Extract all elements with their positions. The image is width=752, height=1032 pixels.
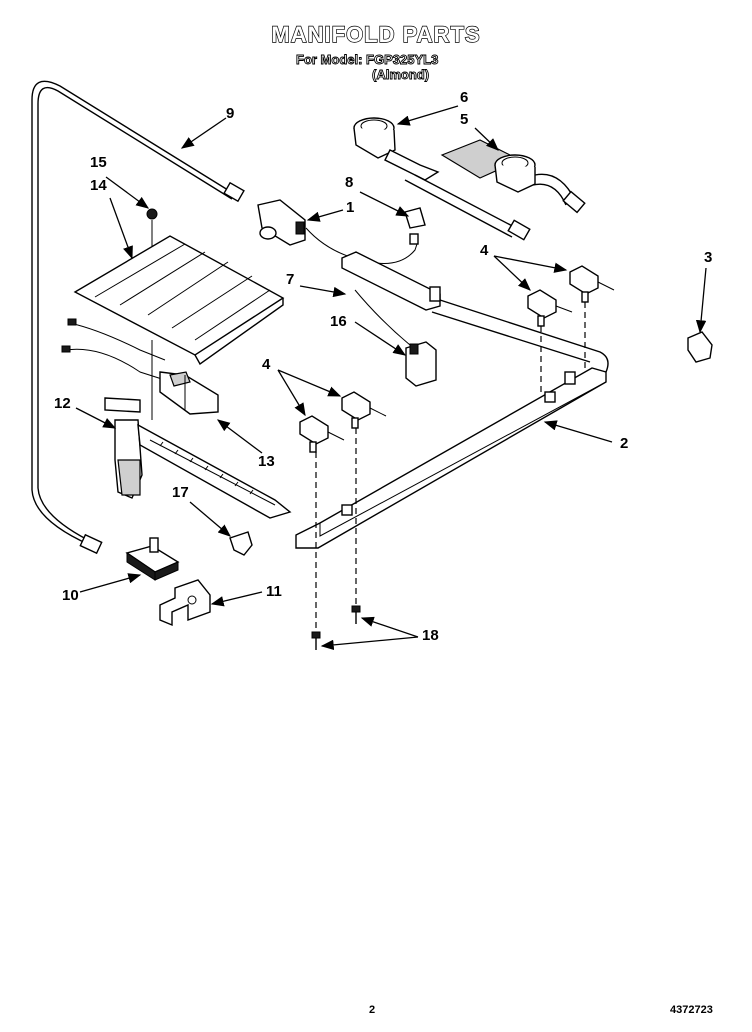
callout-1: 1: [346, 199, 355, 216]
model-number: For Model: FGP325YL3: [296, 52, 439, 68]
part-3-bracket: [687, 331, 713, 363]
callout-16: 16: [330, 313, 347, 330]
part-4-valves-right: [527, 265, 615, 395]
part-17-clip: [229, 531, 253, 556]
part-14-shield: [73, 208, 285, 420]
part-6-burner: [353, 117, 531, 241]
callout-7: 7: [286, 271, 295, 288]
callout-10: 10: [62, 587, 79, 604]
document-code: 4372723: [670, 1004, 713, 1016]
callout-14: 14: [90, 177, 107, 194]
callout-5: 5: [460, 111, 469, 128]
part-4-valves-left: [299, 391, 387, 453]
callout-4-left: 4: [262, 356, 271, 373]
leader-arrows: [75, 105, 707, 651]
part-9-tube: [31, 80, 245, 555]
part-11-bracket: [159, 579, 211, 627]
callout-4-right: 4: [480, 242, 489, 259]
callout-8: 8: [345, 174, 354, 191]
callout-13: 13: [258, 453, 275, 470]
callout-18: 18: [422, 627, 439, 644]
page-title: MANIFOLD PARTS: [271, 21, 481, 47]
part-2-manifold: [295, 299, 609, 549]
model-color: (Almond): [372, 67, 430, 83]
part-1-valve: [257, 199, 306, 246]
callout-6: 6: [460, 89, 469, 106]
callout-2: 2: [620, 435, 629, 452]
part-5-burner: [440, 139, 586, 214]
part-18-screws: [311, 428, 361, 650]
part-7-thermostat: [305, 227, 441, 346]
callout-3: 3: [704, 249, 713, 266]
part-10-block: [125, 537, 180, 581]
callout-15: 15: [90, 154, 107, 171]
callout-9: 9: [226, 105, 235, 122]
page-number: 2: [369, 1004, 376, 1016]
callout-12: 12: [54, 395, 71, 412]
part-16-switch: [405, 341, 437, 387]
callout-11: 11: [266, 583, 282, 600]
part-13-igniter: [61, 318, 219, 415]
part-12-burner: [104, 397, 292, 519]
callout-17: 17: [172, 484, 189, 501]
part-8-bracket: [404, 207, 426, 245]
